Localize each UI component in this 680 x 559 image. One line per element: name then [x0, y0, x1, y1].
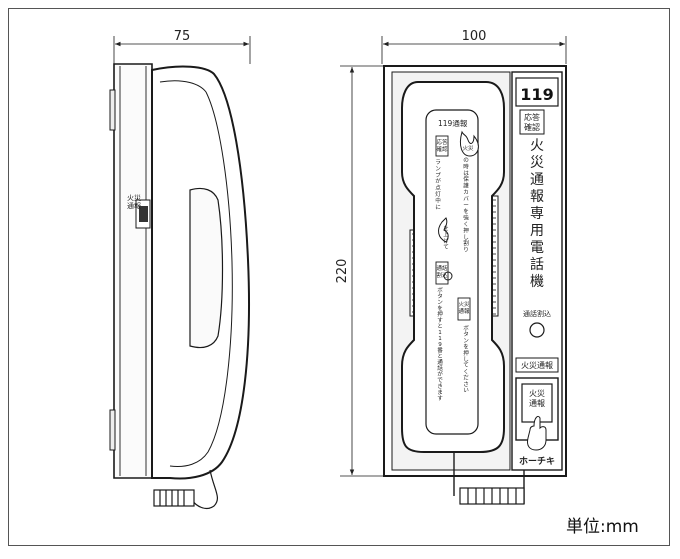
brand-logo: ホーチキ — [519, 456, 555, 467]
width-dimension: 100 — [462, 29, 487, 44]
panel-title-char: 電 — [530, 240, 544, 256]
panel-title-char: 火 — [530, 138, 544, 154]
handset-box-fire: 火災通報 — [458, 301, 470, 315]
front-view — [340, 36, 567, 505]
panel-title-char: 機 — [530, 274, 544, 290]
side-view — [109, 36, 251, 510]
panel-number: 119 — [520, 85, 553, 104]
response-box-label: 応答確認 — [524, 112, 540, 132]
side-coil — [153, 489, 195, 507]
side-switch-label: 火災通報 — [127, 194, 141, 210]
fire-report-tab: 火災通報 — [521, 360, 553, 370]
height-dimension: 220 — [335, 259, 350, 284]
handset-flame-text: 火災 — [462, 145, 474, 152]
fire-button-label: 火災通報 — [529, 389, 545, 408]
handset-instruction-col2: ランプが点灯中に — [435, 159, 441, 211]
panel-title-char: 用 — [530, 223, 544, 239]
panel-title-char: 通 — [530, 172, 544, 188]
handset-instruction-col3: を上げて — [443, 225, 449, 251]
panel-title-char: 報 — [530, 189, 544, 205]
handset-box-interrupt: 通話割込 — [436, 264, 448, 279]
panel-title-char: 話 — [530, 256, 544, 273]
handset-left-box: 応答確認 — [436, 138, 448, 153]
panel-title-char: 災 — [530, 155, 544, 171]
depth-dimension: 75 — [174, 29, 191, 44]
panel-title-char: 専 — [530, 206, 544, 222]
front-coil — [459, 487, 525, 505]
handset-instruction-col1: の時は保護カバーを強く押し割り — [463, 157, 469, 254]
call-interrupt-label: 通話割込 — [523, 309, 551, 318]
handset-instruction-col5: ボタンを押してください — [463, 324, 469, 394]
unit-label: 単位:mm — [566, 517, 639, 537]
handset-top-label: 119通報 — [438, 118, 468, 128]
